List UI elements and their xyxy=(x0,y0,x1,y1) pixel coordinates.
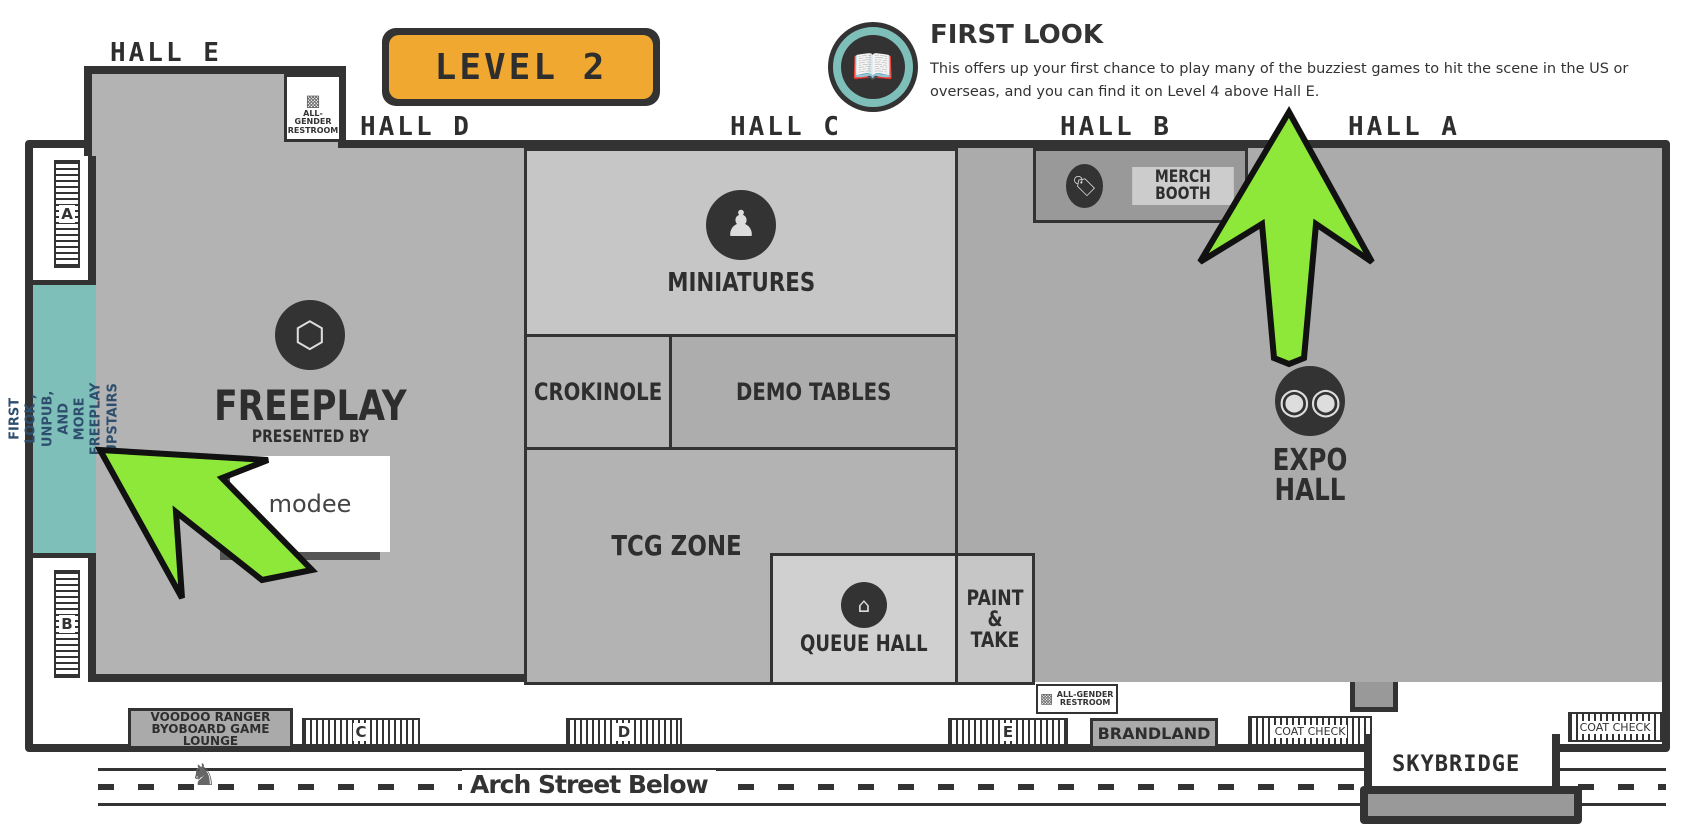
paint-and-take[interactable]: PAINT & TAKE xyxy=(955,553,1035,685)
level-badge: LEVEL 2 xyxy=(382,28,660,106)
hall-d-label: HALL D xyxy=(360,112,472,142)
stairs-d[interactable]: D xyxy=(566,718,682,746)
first-look-text: This offers up your first chance to play… xyxy=(930,61,1629,100)
first-look-title: FIRST LOOK xyxy=(930,20,1103,50)
queue-hall[interactable]: ⌂QUEUE HALL xyxy=(770,553,958,685)
expo-hall[interactable]: ◉◉EXPO HALL xyxy=(1220,366,1400,506)
street-line-bottom xyxy=(98,803,1666,806)
hall-a-label: HALL A xyxy=(1348,112,1460,142)
brandland[interactable]: BRANDLAND xyxy=(1090,718,1218,746)
arrow-up-icon xyxy=(1197,105,1375,368)
tag-icon: 🏷 xyxy=(1066,163,1104,208)
hall-e-label: HALL E xyxy=(110,38,222,68)
queue-stanchion-icon: ⌂ xyxy=(841,582,887,628)
street-dashes xyxy=(98,784,1666,790)
book-icon: 📖 xyxy=(828,22,918,112)
miniature-figure-icon: ♟ xyxy=(706,189,776,260)
hall-c-label: HALL C xyxy=(730,112,842,142)
toilet-icon: ▩ xyxy=(305,91,321,111)
stairs-b[interactable]: B xyxy=(54,570,80,678)
horse-icon: ♞ xyxy=(190,758,217,793)
restroom-hall-b: ▩ALL-GENDER RESTROOM xyxy=(1036,684,1118,714)
hall-b-label: HALL B xyxy=(1060,112,1172,142)
stairs-e[interactable]: E xyxy=(948,718,1068,746)
stairs-c[interactable]: C xyxy=(302,718,420,746)
upstairs-banner: FIRST LOOK , UNPUB, AND MORE FREEPLAY UP… xyxy=(8,280,120,558)
skybridge[interactable] xyxy=(1360,786,1582,824)
voodoo-ranger-lounge[interactable]: VOODOO RANGER BYOBOARD GAME LOUNGE xyxy=(128,708,293,747)
coat-check-2[interactable]: COAT CHECK xyxy=(1568,712,1662,742)
demo-tables-room[interactable]: DEMO TABLES xyxy=(669,334,958,450)
merch-booth[interactable]: 🏷MERCH BOOTH xyxy=(1033,148,1248,223)
street-line-top xyxy=(98,768,1666,771)
arrow-upstairs-icon xyxy=(94,446,319,600)
toilet-icon: ▩ xyxy=(1040,691,1054,707)
binoculars-icon: ◉◉ xyxy=(1275,366,1345,436)
restroom-hall-e: ▩ALL-GENDER RESTROOM xyxy=(284,74,342,142)
skybridge-opening xyxy=(1364,734,1560,790)
skybridge-label: SKYBRIDGE xyxy=(1392,752,1521,777)
d20-icon: ⬡ xyxy=(275,300,345,370)
expo-exit-marker xyxy=(1350,682,1398,712)
miniatures-room[interactable]: ♟MINIATURES xyxy=(524,148,958,337)
coat-check-1[interactable]: COAT CHECK xyxy=(1248,716,1372,746)
street-label: Arch Street Below xyxy=(462,770,716,799)
stairs-a[interactable]: A xyxy=(54,160,80,268)
